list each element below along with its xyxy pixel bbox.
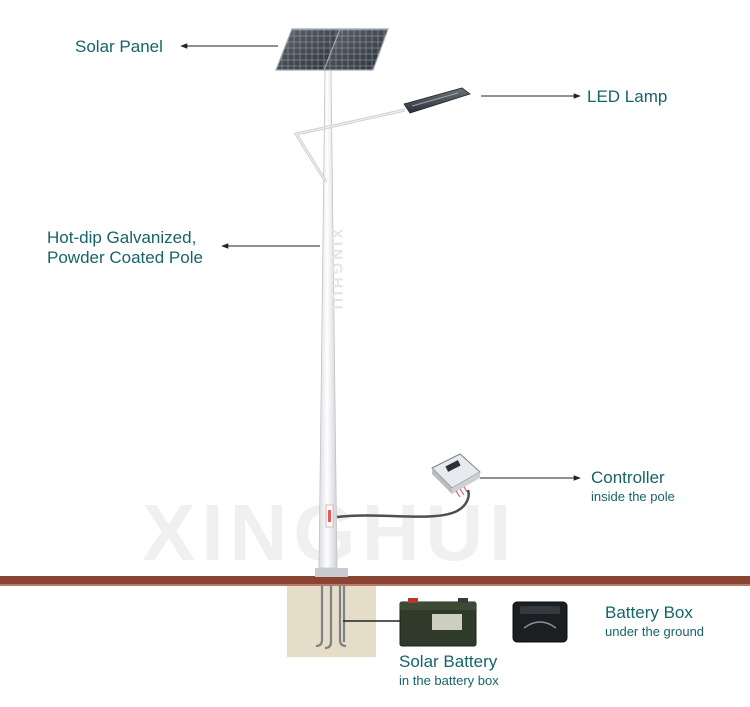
lamp-arm (296, 110, 405, 182)
pole-door-sticker (328, 510, 331, 522)
label-pole-line1: Hot-dip Galvanized, (47, 228, 196, 248)
controller-device (432, 454, 480, 497)
label-controller-sub: inside the pole (591, 490, 675, 505)
label-solar-battery-sub: in the battery box (399, 674, 499, 689)
label-battery-box: Battery Box (605, 603, 693, 623)
solar-battery (400, 598, 476, 646)
ground-edge (0, 584, 750, 586)
watermark-pole-vertical: XINGHUI (328, 229, 345, 313)
led-lamp-head (404, 88, 470, 113)
battery-box (513, 602, 567, 642)
label-battery-box-sub: under the ground (605, 625, 704, 640)
label-pole-line2: Powder Coated Pole (47, 248, 203, 268)
pole-base-plate (315, 568, 348, 577)
solar-panels (276, 29, 388, 70)
label-led-lamp: LED Lamp (587, 87, 667, 107)
label-controller: Controller (591, 468, 665, 488)
label-solar-panel: Solar Panel (75, 37, 163, 57)
pole (319, 70, 337, 568)
label-solar-battery: Solar Battery (399, 652, 497, 672)
ground-surface (0, 576, 750, 585)
controller-cable (337, 490, 469, 517)
